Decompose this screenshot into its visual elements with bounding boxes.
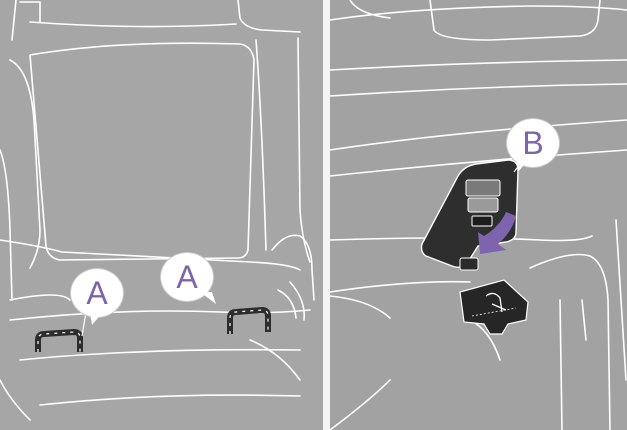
panel-divider — [323, 0, 330, 430]
callout-tail — [512, 160, 532, 180]
tether-line-art — [330, 0, 627, 430]
callout-tail — [88, 313, 108, 333]
left-panel-seat-isofix: A A — [0, 0, 323, 430]
seat-line-art — [0, 0, 323, 430]
callout-a-left: A — [70, 268, 124, 318]
callout-letter: A — [71, 269, 123, 317]
callout-tail — [200, 292, 220, 312]
right-panel-top-tether: B — [330, 0, 627, 430]
